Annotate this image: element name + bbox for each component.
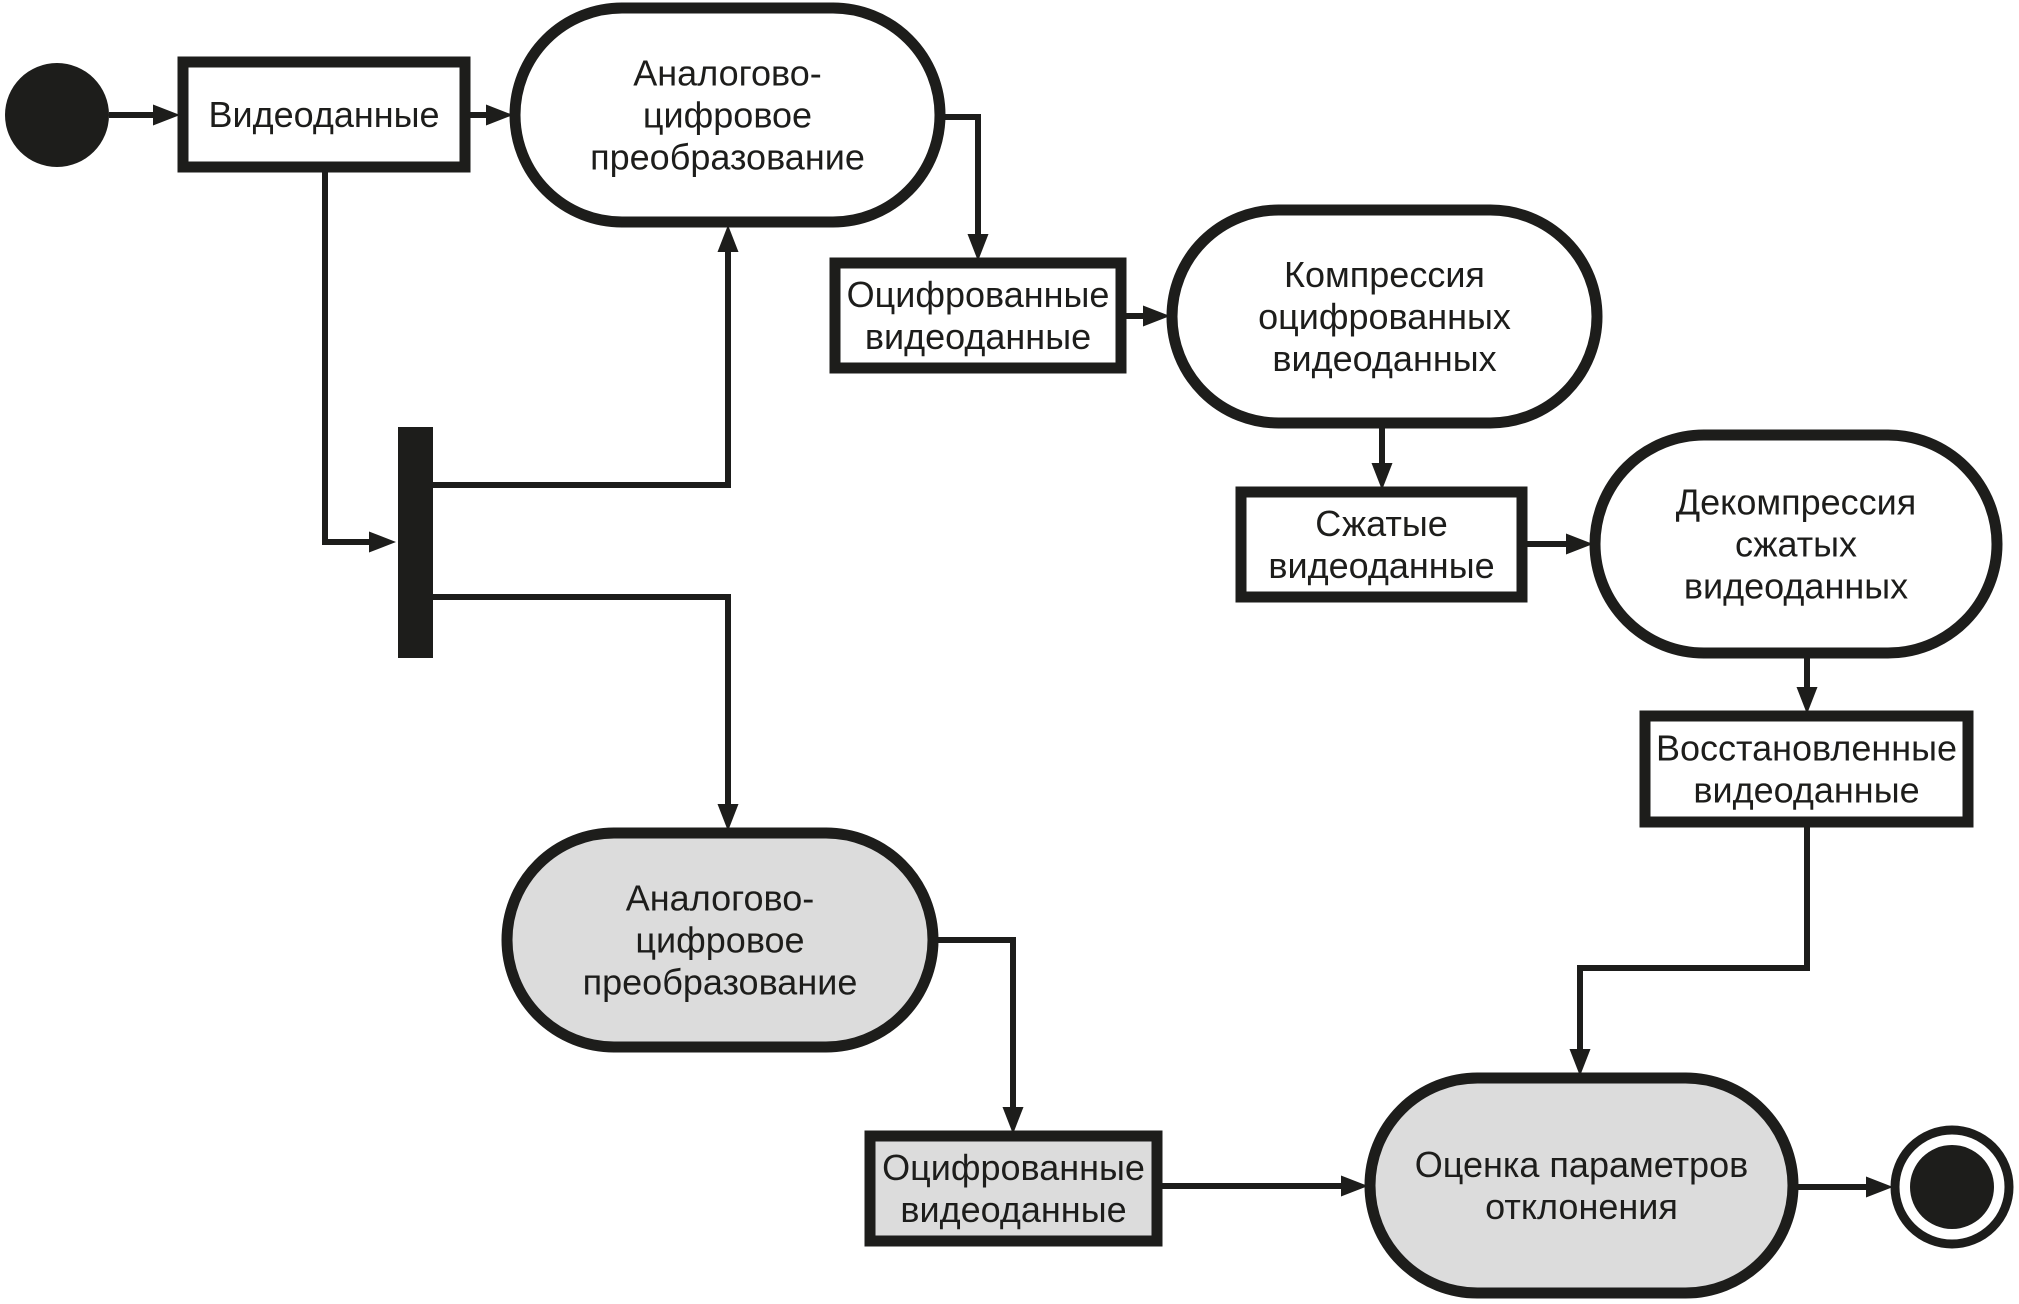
restored-video-shape (1639, 710, 1974, 828)
initial-to-video-data-connector (109, 104, 180, 126)
video-data: Видеоданные (177, 56, 471, 173)
initial-node (5, 63, 109, 167)
compressed-to-decompression-connector (1522, 533, 1593, 555)
decompression-to-restored-connector (1796, 653, 1818, 714)
digitized-to-compression-arrowhead (1143, 305, 1170, 327)
compression-shape (1166, 204, 1603, 429)
digitized-video-secondary-shape (864, 1130, 1163, 1247)
restored-to-evaluation-connector (1569, 822, 1810, 1076)
digitized-to-evaluation-connector (1157, 1175, 1368, 1197)
adc-primary-shape (509, 2, 946, 228)
restored-to-evaluation-arrowhead (1569, 1049, 1591, 1076)
video-data-shape (177, 56, 471, 173)
video-data-label: Видеоданные (208, 94, 439, 135)
evaluation-to-final-arrowhead (1866, 1176, 1893, 1198)
video-data-to-adc-primary-connector (468, 104, 513, 126)
initial-to-video-data-arrowhead (153, 104, 180, 126)
digitized-video-primary-shape (829, 257, 1127, 374)
video-data-to-fork-arrowhead (369, 531, 396, 553)
video-data-to-adc-primary-arrowhead (486, 104, 513, 126)
fork-to-adc-primary-arrowhead (717, 225, 739, 252)
decompression-shape (1589, 429, 2003, 659)
adc-secondary-to-digitized-connector (933, 937, 1024, 1134)
initial-state-circle (5, 63, 109, 167)
fork-to-adc-secondary-connector (433, 594, 739, 831)
adc-secondary-to-digitized-arrowhead (1002, 1107, 1024, 1134)
compressed-video-shape (1235, 486, 1528, 603)
deviation-evaluation-shape (1364, 1072, 1799, 1299)
compression-to-compressed-connector (1371, 423, 1393, 490)
digitized-to-evaluation-arrowhead (1341, 1175, 1368, 1197)
fork-join-bar-rect (398, 427, 433, 658)
adc-primary-to-digitized-arrowhead (967, 234, 989, 261)
fork-bar (398, 427, 433, 658)
digitized-to-compression-connector (1121, 305, 1170, 327)
final-state-core (1910, 1145, 1994, 1229)
decompression-to-restored-arrowhead (1796, 687, 1818, 714)
compression-to-compressed-arrowhead (1371, 463, 1393, 490)
video-data-to-fork-connector (322, 167, 396, 553)
final-node (1890, 1125, 2014, 1249)
evaluation-to-final-connector (1793, 1176, 1893, 1198)
fork-to-adc-secondary-arrowhead (717, 804, 739, 831)
adc-primary-to-digitized-connector (940, 114, 989, 261)
adc-secondary-shape (501, 827, 939, 1053)
fork-to-adc-primary-connector (433, 225, 739, 488)
compressed-to-decompression-arrowhead (1566, 533, 1593, 555)
